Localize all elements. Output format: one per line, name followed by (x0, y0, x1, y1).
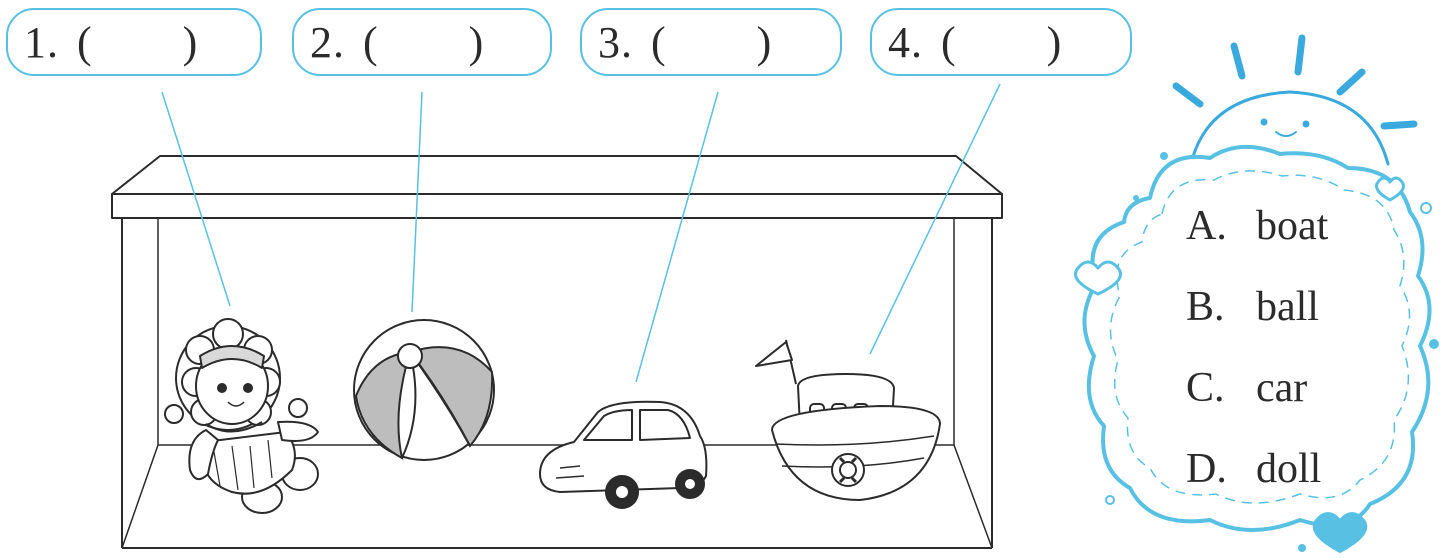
open-paren: ( (941, 17, 957, 67)
car-illustration (539, 400, 708, 509)
pointer-line-1 (161, 91, 231, 307)
sun-eye (1302, 120, 1310, 128)
option-word: ball (1256, 284, 1319, 330)
answer-number: 3. (598, 17, 633, 67)
pointer-lines (161, 83, 1001, 383)
sun-ray (1230, 42, 1246, 80)
option-letter: C. (1186, 365, 1225, 411)
sun-ray (1336, 68, 1366, 96)
option-b[interactable]: B. ball (1186, 277, 1386, 358)
heart-icon (1375, 176, 1405, 202)
heart-icon (1312, 512, 1368, 553)
open-paren: ( (363, 17, 379, 67)
sun-ray (1380, 120, 1418, 130)
toy-box (111, 155, 1003, 549)
close-paren: ) (468, 17, 485, 67)
options-list: A. boat B. ball C. car D. doll (1186, 196, 1386, 520)
option-word: doll (1256, 446, 1322, 492)
answer-number: 2. (310, 17, 345, 67)
answer-box-1[interactable]: 1. ( ) (6, 8, 262, 76)
pointer-line-4 (869, 83, 1001, 355)
ball-illustration (353, 319, 495, 461)
sun-ray (1294, 34, 1306, 76)
option-letter: D. (1186, 446, 1227, 492)
option-c[interactable]: C. car (1186, 358, 1386, 439)
answer-number: 1. (24, 17, 59, 67)
heart-icon (1074, 260, 1122, 296)
open-paren: ( (77, 17, 93, 67)
option-word: boat (1256, 203, 1329, 249)
option-word: car (1256, 365, 1308, 411)
pointer-line-3 (635, 91, 719, 383)
open-paren: ( (651, 17, 667, 67)
option-a[interactable]: A. boat (1186, 196, 1386, 277)
answer-box-3[interactable]: 3. ( ) (580, 8, 842, 76)
sun-ray (1172, 82, 1204, 108)
pointer-line-2 (411, 91, 423, 313)
answer-box-2[interactable]: 2. ( ) (292, 8, 552, 76)
sun-eye (1260, 118, 1268, 126)
close-paren: ) (182, 17, 199, 67)
option-letter: A. (1186, 203, 1227, 249)
doll-illustration (164, 318, 319, 514)
boat-illustration (755, 339, 941, 501)
answer-box-4[interactable]: 4. ( ) (870, 8, 1132, 76)
options-cloud (1074, 144, 1439, 553)
option-letter: B. (1186, 284, 1225, 330)
close-paren: ) (1046, 17, 1063, 67)
close-paren: ) (756, 17, 773, 67)
sun-illustration (1172, 34, 1418, 166)
option-d[interactable]: D. doll (1186, 439, 1386, 520)
answer-number: 4. (888, 17, 923, 67)
